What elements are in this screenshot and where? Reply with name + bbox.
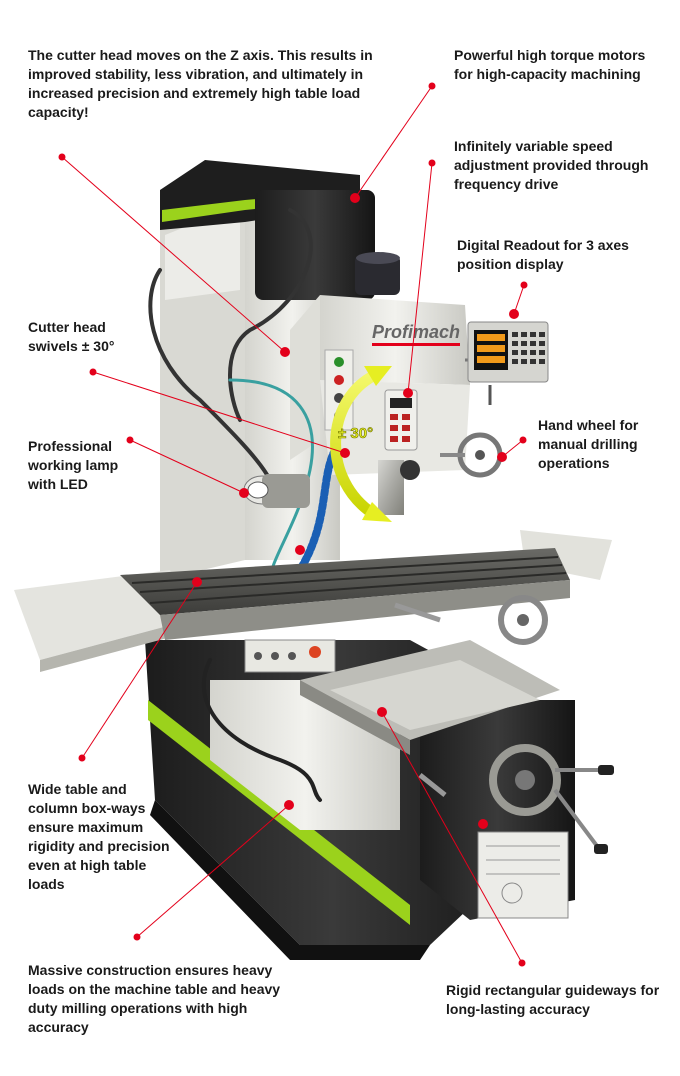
knee-handwheel xyxy=(418,744,614,854)
callout-cutter-head-swivel: Cutter head swivels ± 30° xyxy=(28,319,115,354)
machine-table xyxy=(14,530,612,673)
svg-text:Profimach: Profimach xyxy=(372,322,460,342)
callout-led-work-lamp: Professional working lamp with LED xyxy=(28,438,119,492)
callout-variable-speed: Infinitely variable speed adjustment pro… xyxy=(454,138,649,192)
motor-housing xyxy=(160,160,400,300)
swivel-badge: ± 30° xyxy=(338,425,373,442)
cutter-head: Profimach xyxy=(290,295,503,515)
callout-dots xyxy=(58,82,528,967)
callout-wide-table: Wide table and column box-ways ensure ma… xyxy=(28,781,170,892)
callout-high-torque-motors: Powerful high torque motors for high-cap… xyxy=(454,47,646,82)
digital-readout-display xyxy=(467,321,549,383)
callout-leaders xyxy=(61,85,525,964)
swivel-arc-arrow xyxy=(330,366,392,522)
callout-digital-readout: Digital Readout for 3 axes position disp… xyxy=(457,237,629,272)
callout-hand-wheel: Hand wheel for manual drilling operation… xyxy=(538,417,639,471)
callout-cutter-head-z-axis: The cutter head moves on the Z axis. Thi… xyxy=(28,47,373,120)
led-work-lamp xyxy=(243,474,310,508)
callout-rectangular-guideways: Rigid rectangular guideways for long-las… xyxy=(446,982,660,1017)
callout-massive-construction: Massive construction ensures heavy loads… xyxy=(28,962,281,1035)
